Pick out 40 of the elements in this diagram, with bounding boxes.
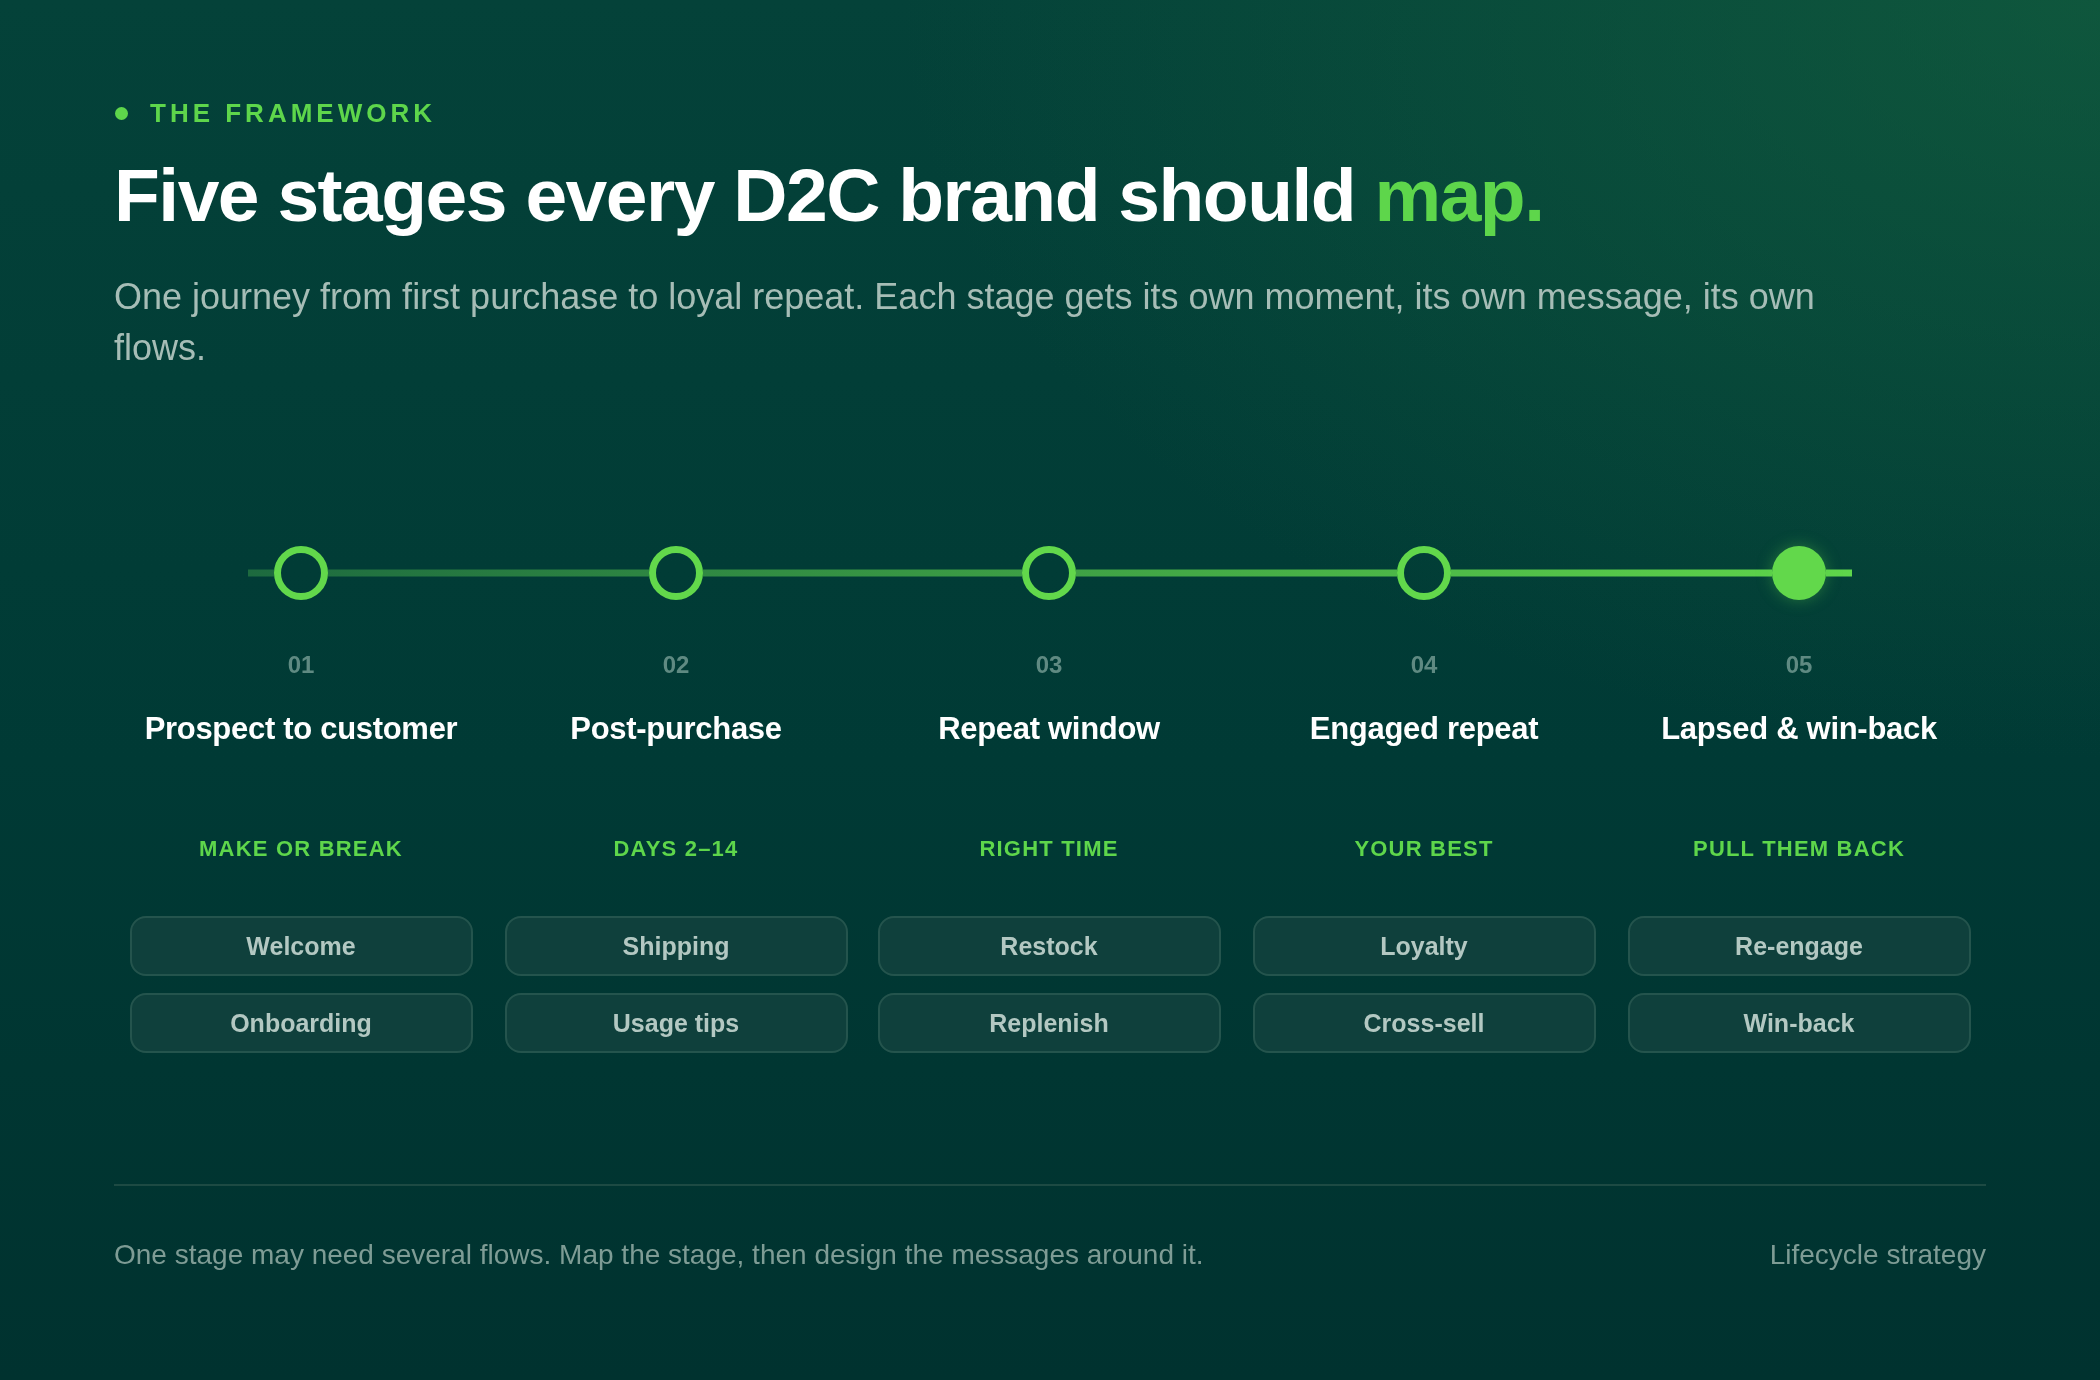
- timeline-line: [1076, 569, 1397, 577]
- flow-chip: Shipping: [504, 916, 848, 976]
- subtitle-text: One journey from first purchase to loyal repeat. Each stage gets its own moment, its own message, its own flows.: [114, 275, 1816, 370]
- stage-number: 03: [1035, 651, 1063, 679]
- stage-tagline: MAKE OR BREAK: [199, 836, 403, 862]
- flow-chip: Restock: [877, 916, 1221, 976]
- stage-number: 05: [1785, 651, 1813, 679]
- flow-chip: Win-back: [1627, 993, 1971, 1053]
- flow-chip: Re-engage: [1627, 916, 1971, 976]
- timeline-ring: [1397, 546, 1451, 600]
- flow-chip: Usage tips: [504, 993, 848, 1053]
- timeline-ring: [649, 546, 703, 600]
- flow-chip: Replenish: [877, 993, 1221, 1053]
- stage-title: Engaged repeat: [1309, 710, 1539, 747]
- timeline-line: [1826, 569, 1852, 577]
- eyebrow-label: THE FRAMEWORK: [150, 97, 436, 129]
- footer-label: Lifecycle strategy: [1769, 1238, 1986, 1272]
- flow-chip: Cross-sell: [1252, 993, 1596, 1053]
- flow-chip: Welcome: [129, 916, 473, 976]
- stage-title: Post-purchase: [570, 710, 782, 747]
- timeline-dot: [1772, 546, 1826, 600]
- stage-tagline: RIGHT TIME: [979, 836, 1119, 862]
- stage-tagline: YOUR BEST: [1354, 836, 1494, 862]
- timeline-line: [1451, 569, 1772, 577]
- flow-chip: Onboarding: [129, 993, 473, 1053]
- stage-number: 04: [1410, 651, 1438, 679]
- timeline-ring: [274, 546, 328, 600]
- stage-tagline: PULL THEM BACK: [1693, 836, 1905, 862]
- stage-tagline: DAYS 2–14: [613, 836, 739, 862]
- flow-chip: Loyalty: [1252, 916, 1596, 976]
- stage-number: 01: [287, 651, 315, 679]
- stage-number: 02: [662, 651, 690, 679]
- caption-text: One stage may need several flows. Map the stage, then design the messages around it.: [114, 1238, 1204, 1272]
- timeline-line: [248, 569, 274, 577]
- stage-title: Repeat window: [938, 710, 1160, 747]
- timeline-ring: [1022, 546, 1076, 600]
- stage-title: Prospect to customer: [144, 710, 458, 747]
- timeline-line: [703, 569, 1022, 577]
- stage-title: Lapsed & win-back: [1661, 710, 1937, 747]
- timeline-line: [328, 569, 649, 577]
